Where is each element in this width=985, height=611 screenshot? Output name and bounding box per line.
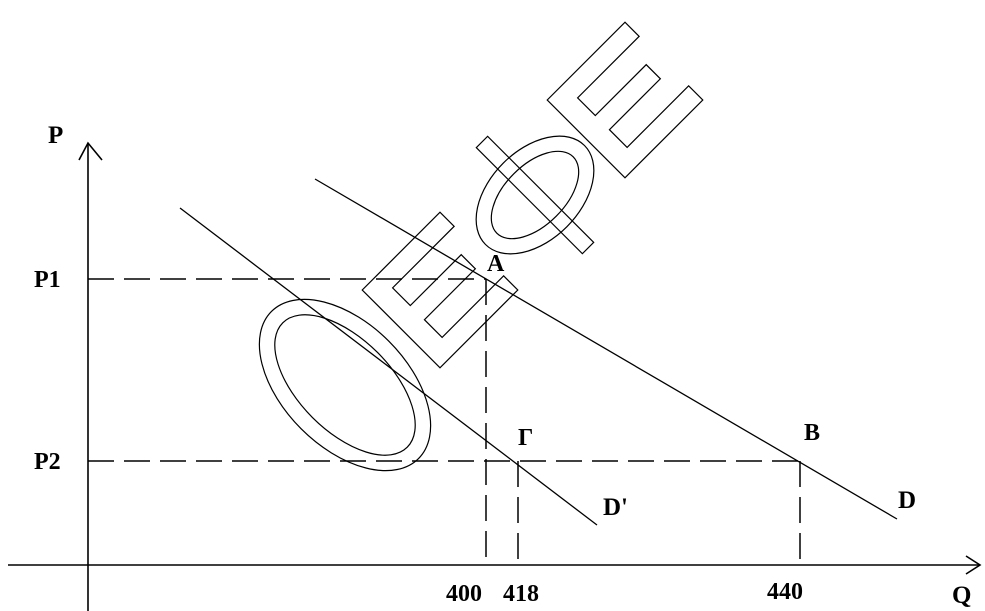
curve-d-label: D	[898, 487, 916, 514]
p1-label: P1	[34, 267, 61, 293]
point-b-label: B	[804, 420, 820, 446]
x-axis-label: Q	[952, 582, 971, 609]
p2-label: P2	[34, 449, 61, 475]
demand-curve-d-prime	[179, 207, 598, 526]
x-axis-arrow	[965, 555, 982, 575]
oefe-watermark	[258, 21, 704, 472]
point-a-label: A	[487, 251, 505, 277]
y-axis-arrow	[78, 141, 103, 161]
q400-label: 400	[446, 581, 482, 607]
y-axis-label: P	[48, 122, 63, 149]
q440-label: 440	[767, 579, 803, 605]
point-gamma-label: Γ	[518, 425, 533, 451]
q418-label: 418	[503, 581, 539, 607]
curve-d-prime-label: D'	[603, 494, 628, 521]
